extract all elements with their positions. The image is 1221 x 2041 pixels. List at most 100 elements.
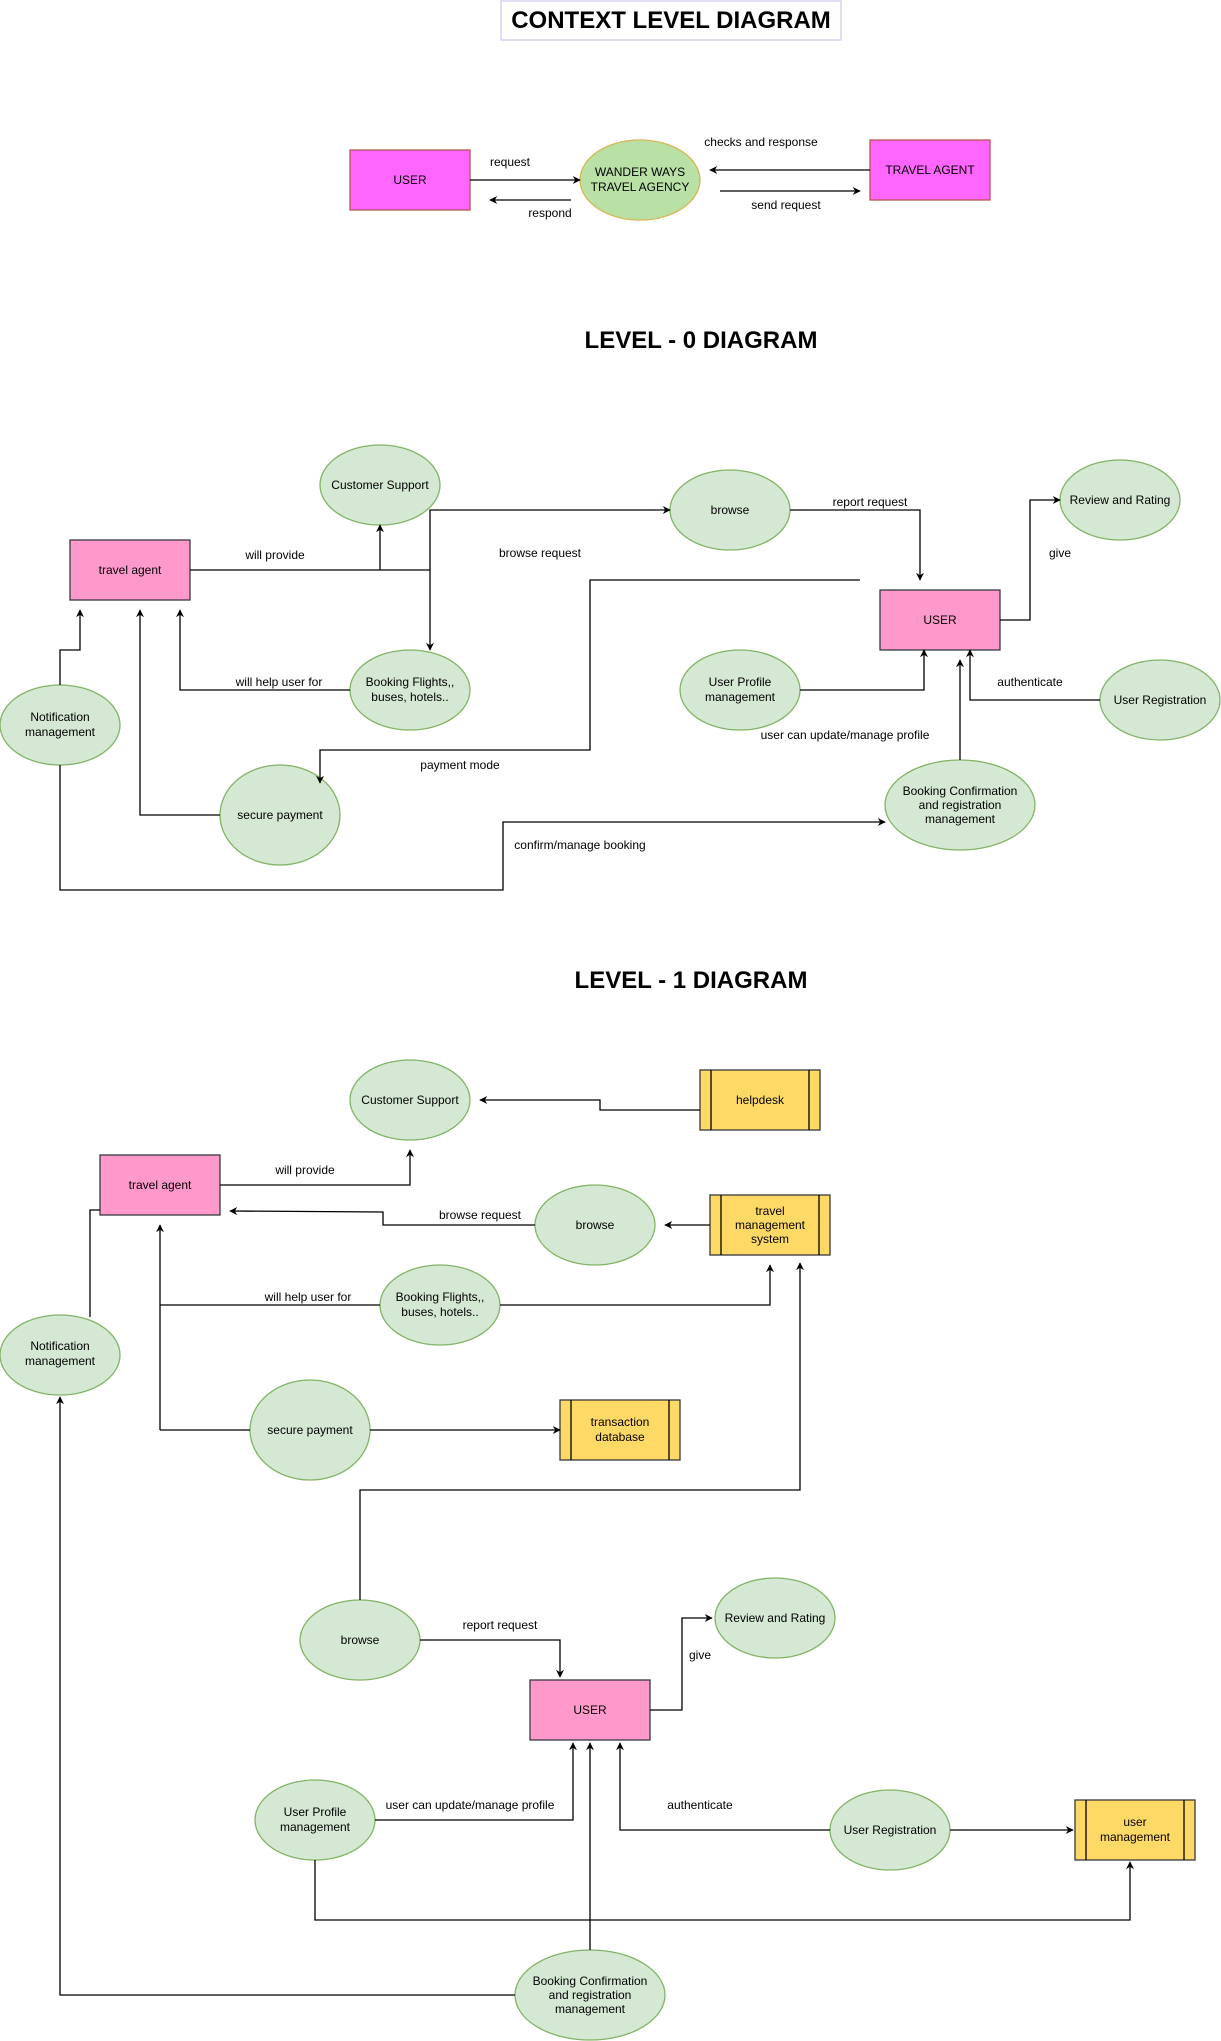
l1-tms-label-3: system (751, 1232, 789, 1246)
l1-booking-label-1: Booking Flights,, (396, 1290, 485, 1304)
l0-confirm-label-2: and registration (919, 798, 1002, 812)
l1-customer-support-label: Customer Support (361, 1093, 459, 1107)
l1-confirmation-to-notification-arrow (56, 1396, 515, 1996)
l0-travel-agent-entity[interactable] (69, 539, 191, 601)
context-title-frame (500, 0, 842, 41)
l1-notification-label-1: Notification (30, 1339, 89, 1353)
l1-helpdesk-label: helpdesk (736, 1093, 785, 1107)
l1-customer-support-process[interactable] (349, 1059, 471, 1141)
l1-confirm-label-3: management (555, 2002, 626, 2016)
level1-diagram: LEVEL - 1 DIAGRAM travel agent USER help… (0, 967, 1196, 2041)
l0-travel-agent-label: travel agent (99, 563, 162, 577)
l1-will-provide-arrow (220, 1149, 414, 1186)
l1-report-request-label: report request (463, 1618, 538, 1632)
l1-travel-agent-entity[interactable] (99, 1154, 221, 1216)
l1-user-registration-label: User Registration (844, 1823, 937, 1837)
level0-title: LEVEL - 0 DIAGRAM (585, 327, 818, 354)
l0-authenticate-label: authenticate (997, 675, 1063, 689)
l1-will-help-label: will help user for (264, 1290, 352, 1304)
l0-browse-request-arrow (429, 506, 671, 570)
l1-authenticate-label: authenticate (667, 1798, 733, 1812)
l0-give-arrow (1000, 496, 1061, 621)
l1-give-label: give (689, 1648, 711, 1662)
l1-user-profile-arrow (375, 1742, 577, 1821)
l0-confirm-booking-arrow (59, 765, 886, 891)
context-send-request-label: send request (751, 198, 821, 212)
l1-browse-request-label: browse request (439, 1208, 522, 1222)
l0-user-profile-label-1: User Profile (709, 675, 772, 689)
l1-browse-request-arrow (229, 1207, 535, 1226)
l1-review-rating-label: Review and Rating (725, 1611, 826, 1625)
l1-travel-agent-label: travel agent (129, 1178, 192, 1192)
level1-title: LEVEL - 1 DIAGRAM (575, 967, 808, 994)
l0-report-request-label: report request (833, 495, 908, 509)
l1-give-arrow (650, 1614, 713, 1711)
l0-confirm-label-1: Booking Confirmation (903, 784, 1018, 798)
context-diagram: CONTEXT LEVEL DIAGRAM USER WANDER WAYS T… (349, 0, 991, 221)
l0-confirm-booking-label: confirm/manage booking (514, 838, 645, 852)
context-request-label: request (490, 155, 531, 169)
context-travel-agent-entity[interactable] (869, 139, 991, 201)
l1-booking-to-tms-arrow (500, 1264, 774, 1306)
l1-notification-label-2: management (25, 1354, 96, 1368)
l0-user-label: USER (923, 613, 957, 627)
l1-helpdesk-arrow (479, 1096, 700, 1111)
l1-user-can-update-label: user can update/manage profile (386, 1798, 555, 1812)
l0-give-label: give (1049, 546, 1071, 560)
l1-review-rating-process[interactable] (714, 1577, 836, 1659)
context-user-entity[interactable] (349, 149, 471, 211)
l1-profile-to-um-arrow (314, 1860, 1134, 1921)
l0-customer-support-label: Customer Support (331, 478, 429, 492)
context-checks-label: checks and response (704, 135, 818, 149)
context-travel-agent-label: TRAVEL AGENT (885, 163, 975, 177)
l1-browse-label: browse (576, 1218, 615, 1232)
l0-user-registration-label: User Registration (1114, 693, 1207, 707)
l0-report-request-arrow (790, 509, 924, 581)
context-user-label: USER (393, 173, 427, 187)
l1-transaction-database-store[interactable] (559, 1399, 681, 1461)
l1-um-label-2: management (1100, 1830, 1171, 1844)
l0-user-entity[interactable] (879, 589, 1001, 651)
l0-secure-payment-label: secure payment (237, 808, 323, 822)
l1-secure-payment-label: secure payment (267, 1423, 353, 1437)
l0-review-rating-label: Review and Rating (1070, 493, 1171, 507)
l1-travel-management-system-store[interactable] (709, 1194, 831, 1256)
l1-notification-process[interactable] (0, 1314, 121, 1396)
level0-diagram: LEVEL - 0 DIAGRAM travel agent USER Cust… (0, 327, 1221, 891)
l1-user-label: USER (573, 1703, 607, 1717)
l0-payment-mode-label: payment mode (420, 758, 500, 772)
l1-tms-label-2: management (735, 1218, 806, 1232)
l0-browse-label: browse (711, 503, 750, 517)
l0-booking-label-1: Booking Flights,, (366, 675, 455, 689)
l0-browse-request-label: browse request (499, 546, 582, 560)
l1-user-profile-label-2: management (280, 1820, 351, 1834)
l1-notification-link-line (89, 1209, 100, 1317)
context-title: CONTEXT LEVEL DIAGRAM (511, 7, 831, 34)
l1-browse2-to-tms-arrow (359, 1262, 804, 1600)
l1-txn-label-1: transaction (591, 1415, 650, 1429)
l1-user-management-store[interactable] (1074, 1799, 1196, 1861)
l1-browse2-label: browse (341, 1633, 380, 1647)
l1-helpdesk-store[interactable] (699, 1069, 821, 1131)
context-respond-label: respond (528, 206, 571, 220)
l0-will-help-arrow (176, 609, 350, 691)
l0-notification-arrow (59, 609, 84, 685)
context-agency-label-2: TRAVEL AGENCY (591, 180, 690, 194)
l1-um-label-1: user (1123, 1815, 1146, 1829)
l1-user-entity[interactable] (529, 1679, 651, 1741)
l1-confirm-label-2: and registration (549, 1988, 632, 2002)
l0-confirm-label-3: management (925, 812, 996, 826)
l0-authenticate-arrow (966, 649, 1100, 701)
l0-secure-payment-arrow (136, 609, 220, 816)
l1-report-request-arrow (420, 1639, 564, 1678)
l1-booking-label-2: buses, hotels.. (401, 1305, 478, 1319)
l0-will-provide-label: will provide (244, 548, 305, 562)
l0-notification-label-2: management (25, 725, 96, 739)
context-agency-label-1: WANDER WAYS (595, 165, 685, 179)
l0-notification-label-1: Notification (30, 710, 89, 724)
l1-will-provide-label: will provide (274, 1163, 335, 1177)
l1-authenticate-arrow (616, 1742, 830, 1831)
l1-txn-label-2: database (595, 1430, 645, 1444)
l1-user-profile-label-1: User Profile (284, 1805, 347, 1819)
